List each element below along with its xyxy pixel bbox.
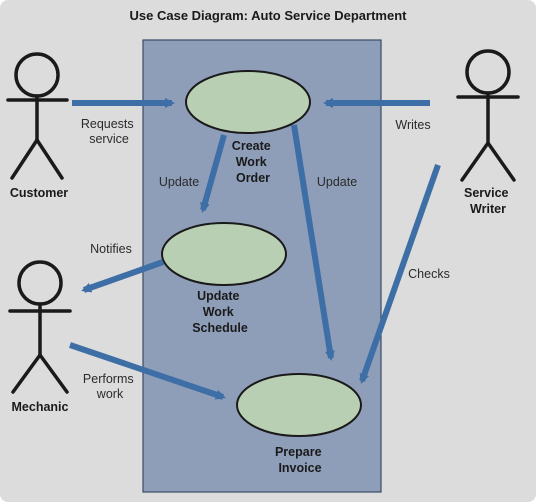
use-case-create-work-order-label: Create Work Order — [232, 139, 274, 185]
use-case-prepare-invoice-label: Prepare Invoice — [275, 445, 325, 475]
actor-service-writer-figure[interactable] — [456, 49, 520, 182]
arrow-update-invoice — [291, 124, 335, 361]
service-writer-left-leg — [460, 141, 490, 182]
relation-notifies-label: Notifies — [90, 242, 132, 256]
relation-requests-service-label: Requests service — [81, 117, 137, 146]
customer-head — [14, 52, 60, 98]
mechanic-head — [17, 260, 63, 306]
relation-update-schedule-label: Update — [159, 175, 199, 189]
relation-update-invoice-label: Update — [317, 175, 357, 189]
relation-checks-label: Checks — [408, 267, 450, 281]
mechanic-right-leg — [38, 353, 69, 394]
diagram-title: Use Case Diagram: Auto Service Departmen… — [130, 8, 408, 23]
actor-customer-figure[interactable] — [6, 52, 69, 180]
mechanic-left-leg — [11, 353, 42, 394]
use-case-prepare-invoice[interactable] — [236, 373, 362, 437]
service-writer-right-leg — [486, 141, 516, 182]
actor-mechanic-figure[interactable] — [8, 260, 72, 394]
arrow-checks — [359, 164, 441, 384]
actor-customer-label: Customer — [10, 186, 68, 200]
use-case-create-work-order[interactable] — [185, 70, 311, 134]
arrow-update-schedule — [200, 134, 227, 213]
customer-left-leg — [10, 138, 39, 180]
service-writer-head — [465, 49, 511, 95]
relation-performs-work-label: Performs work — [83, 372, 137, 401]
actor-mechanic-label: Mechanic — [12, 400, 69, 414]
customer-right-leg — [35, 138, 64, 180]
actor-service-writer-label: Service Writer — [464, 186, 512, 216]
use-case-update-work-schedule[interactable] — [161, 222, 287, 286]
arrow-performs-work — [69, 342, 226, 400]
arrow-notifies — [81, 259, 165, 293]
use-case-update-work-schedule-label: Update Work Schedule — [192, 289, 248, 335]
relation-writes-label: Writes — [395, 118, 430, 132]
